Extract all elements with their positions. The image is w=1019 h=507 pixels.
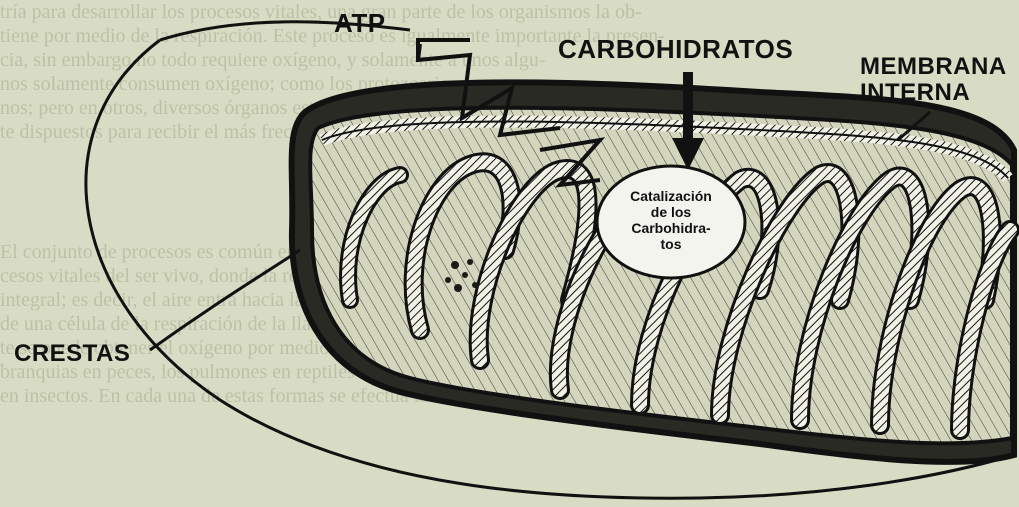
membrana-label-line2: INTERNA	[860, 80, 1007, 106]
crestas-pointer	[150, 250, 300, 350]
catalysis-line1: Catalización	[606, 188, 736, 204]
atp-label: ATP	[334, 8, 386, 39]
membrana-label-line1: MEMBRANA	[860, 54, 1007, 80]
catalysis-text: Catalización de los Carbohidra- tos	[606, 188, 736, 252]
catalysis-line2: de los	[606, 204, 736, 220]
catalysis-line3: Carbohidra-	[606, 220, 736, 236]
catalysis-line4: tos	[606, 236, 736, 252]
carbohidratos-label: CARBOHIDRATOS	[558, 34, 793, 65]
crestas-label: CRESTAS	[14, 340, 130, 368]
membrana-interna-label: MEMBRANA INTERNA	[860, 54, 1007, 106]
